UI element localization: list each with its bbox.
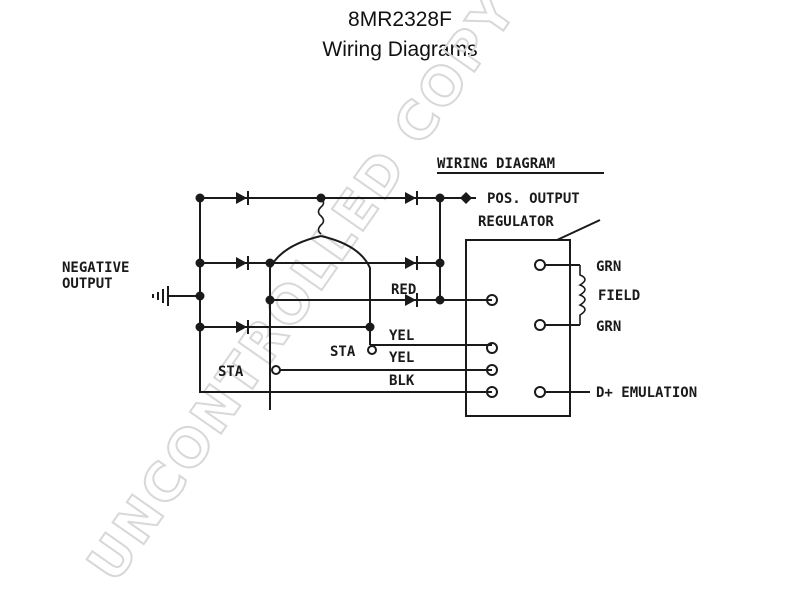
label-regulator: REGULATOR [478, 214, 554, 230]
label-output: OUTPUT [62, 276, 113, 292]
rectifier-bridge [195, 191, 445, 345]
label-negative: NEGATIVE [62, 260, 129, 276]
stator-winding [269, 197, 371, 410]
label-sta-1: STA [330, 344, 356, 360]
label-grn-2: GRN [596, 319, 621, 335]
diode-top-right [405, 191, 418, 205]
diode-bottom-left [236, 320, 249, 334]
blk-wire [199, 327, 492, 393]
ground-symbol [152, 286, 200, 306]
diode-mid-left [236, 256, 249, 270]
watermark: UNCONTROLLED COPY [76, 0, 529, 592]
diode-mid-right [405, 256, 418, 270]
diagram-heading: WIRING DIAGRAM [437, 156, 555, 172]
label-blk: BLK [389, 373, 415, 389]
diode-top-left [236, 191, 249, 205]
label-sta-2: STA [218, 364, 244, 380]
label-grn-1: GRN [596, 259, 621, 275]
label-yel-2: YEL [389, 350, 414, 366]
page-subtitle: Wiring Diagrams [322, 38, 478, 61]
label-yel-1: YEL [389, 328, 414, 344]
regulator-box [465, 219, 601, 417]
label-d-plus-emulation: D+ EMULATION [596, 385, 697, 401]
field-coil [578, 265, 586, 325]
label-field: FIELD [598, 288, 640, 304]
label-red: RED [391, 282, 416, 298]
page-title: 8MR2328F [348, 8, 452, 31]
label-pos-output: POS. OUTPUT [487, 191, 580, 207]
